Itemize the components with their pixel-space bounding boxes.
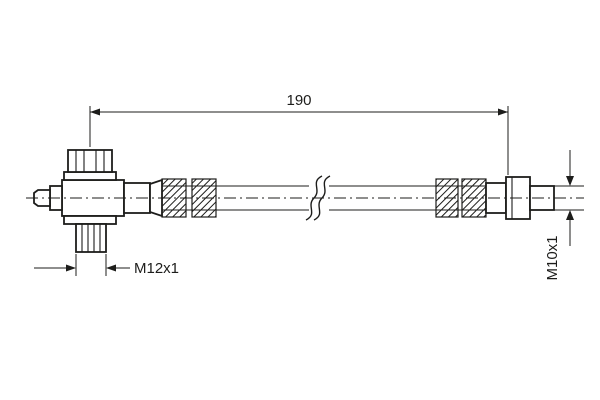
dimension-m10-thread: M10x1	[544, 150, 584, 281]
m12-thread-label: M12x1	[134, 260, 179, 277]
banjo-bolt-head	[67, 149, 113, 173]
crimp-collar-left	[149, 178, 163, 218]
arrowhead-m12-right	[106, 264, 116, 272]
dimension-m12-thread: M12x1	[34, 254, 179, 277]
banjo-fitting	[33, 149, 163, 253]
upper-washer	[63, 171, 117, 181]
overall-length-label: 190	[286, 92, 311, 109]
arrowhead-m10-bottom	[566, 210, 574, 220]
arrowhead-right	[498, 108, 508, 116]
arrowhead-left	[90, 108, 100, 116]
threaded-stud-m12	[75, 223, 107, 253]
break-symbol	[305, 175, 331, 221]
lower-washer	[63, 215, 117, 225]
arrowhead-m12-left	[66, 264, 76, 272]
dimension-overall-length: 190	[89, 92, 509, 175]
m10-thread-label: M10x1	[544, 235, 561, 280]
arrowhead-m10-top	[566, 176, 574, 186]
